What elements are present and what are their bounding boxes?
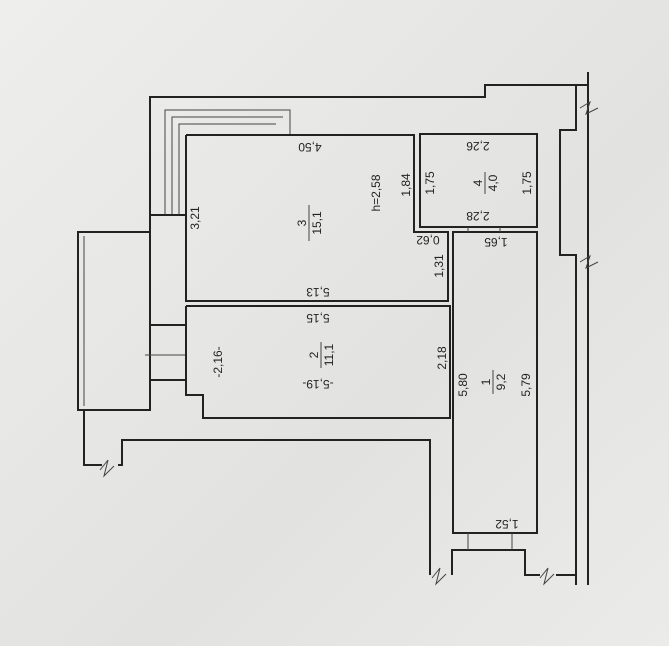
room-1	[452, 231, 538, 534]
balcony	[77, 231, 151, 411]
wall-break-icon	[579, 100, 599, 115]
room-3	[185, 134, 449, 302]
dim-r2-top: 5,15	[306, 311, 330, 325]
room-4-area: 4,0	[486, 174, 500, 191]
wall-break-icon	[539, 567, 555, 586]
dim-r3-top: 4,50	[298, 140, 322, 154]
room-1-area: 9,2	[494, 373, 508, 390]
outer-wall-top	[149, 84, 588, 232]
dim-r2-left: -2,16-	[211, 346, 225, 377]
dim-r4-left: 1,75	[423, 171, 437, 195]
wall-break-icon	[579, 254, 599, 269]
dim-r4-right: 1,75	[520, 171, 534, 195]
room-2	[185, 305, 451, 419]
dim-r1-bottom: 1,52	[495, 517, 519, 531]
dim-r1-right: 5,79	[519, 373, 533, 397]
dim-r4-top: 2,26	[466, 139, 490, 153]
dim-r3-right: 1,84	[399, 173, 413, 197]
room-1-number: 1	[479, 378, 493, 385]
dim-r3-notch-w: 0,62	[416, 233, 440, 247]
dim-r1-left: 5,80	[456, 373, 470, 397]
dim-r3-bottom: 5,13	[306, 285, 330, 299]
wall-break-icon	[431, 567, 447, 586]
outer-wall-inner-lines	[164, 109, 291, 215]
room-4	[419, 133, 538, 228]
dim-r1-top: 1,65	[484, 235, 508, 249]
dim-r3-left: 3,21	[188, 206, 202, 230]
dim-r2-mid: -5,19-	[302, 377, 333, 391]
room-4-number: 4	[471, 179, 485, 186]
room-2-area: 11,1	[322, 343, 336, 366]
dim-r4-bottom: 2,28	[466, 209, 490, 223]
wall-break-icon	[99, 459, 115, 478]
room-2-number: 2	[307, 351, 321, 358]
ceiling-height: h=2,58	[369, 174, 383, 211]
dim-r3-notch-h: 1,31	[432, 254, 446, 278]
room-3-number: 3	[295, 219, 309, 226]
dim-r2-right: 2,18	[435, 346, 449, 370]
room-3-area: 15,1	[310, 211, 324, 235]
